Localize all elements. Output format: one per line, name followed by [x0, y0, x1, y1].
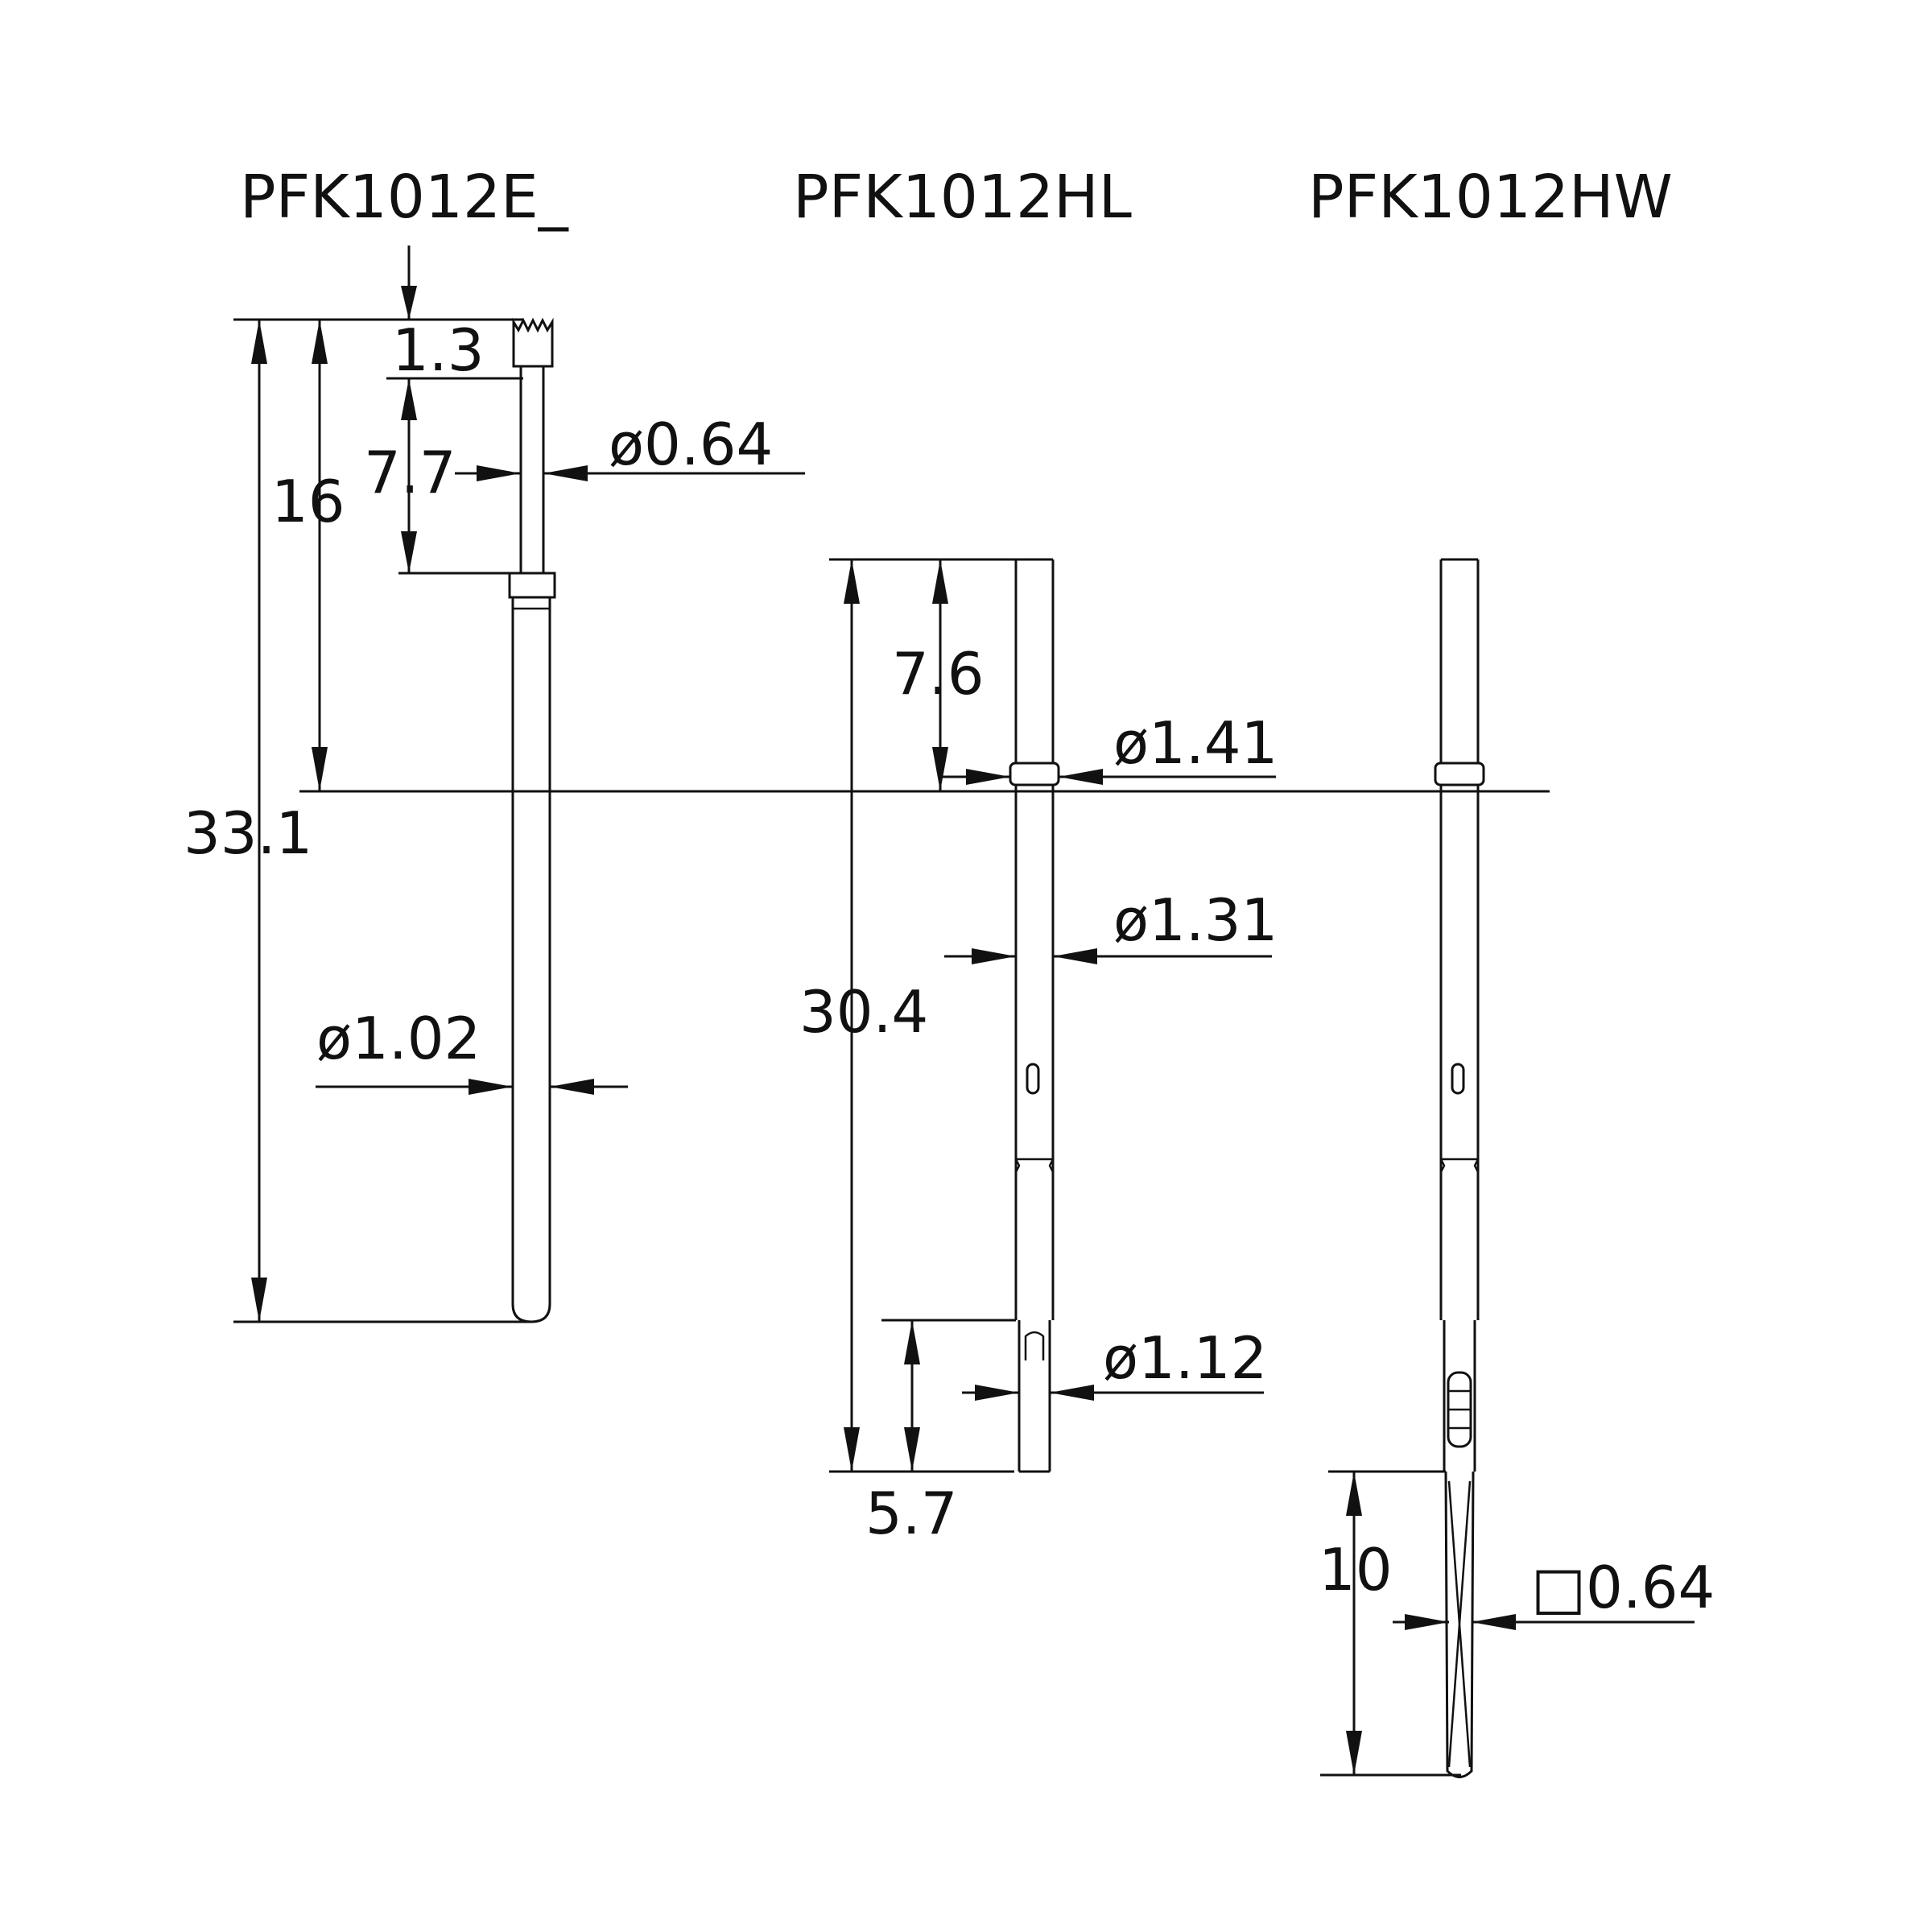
- probe-pfk1012hl: [1009, 559, 1060, 1473]
- dim-e-tip: 1.3: [392, 316, 485, 384]
- dim-hl-body-dia: ø1.31: [1113, 886, 1278, 954]
- dim-e-total: 33.1: [184, 799, 312, 867]
- dim-e-barrel-dia: ø1.02: [316, 1005, 481, 1072]
- title-pfk1012e: PFK1012E_: [240, 163, 569, 232]
- title-pfk1012hw: PFK1012HW: [1308, 163, 1673, 232]
- probe-pfk1012hw: [1434, 558, 1485, 1778]
- dim-hl-total: 30.4: [799, 978, 928, 1046]
- dim-e-plunger-dia: ø0.64: [609, 411, 773, 478]
- dim-hw-wire: □0.64: [1531, 1554, 1715, 1621]
- dim-hl-collar-dia: ø1.41: [1113, 709, 1278, 777]
- dim-e-plunger: 16: [271, 468, 345, 535]
- dim-hl-top: 7.6: [892, 640, 985, 708]
- dim-hw-tail-len: 10: [1319, 1536, 1393, 1604]
- dim-hl-tail-len: 5.7: [865, 1480, 958, 1547]
- dim-e-stroke: 7.7: [364, 439, 456, 506]
- dim-hl-tail-dia: ø1.12: [1103, 1324, 1267, 1392]
- probe-pfk1012e: [508, 317, 556, 1323]
- title-pfk1012hl: PFK1012HL: [793, 163, 1132, 232]
